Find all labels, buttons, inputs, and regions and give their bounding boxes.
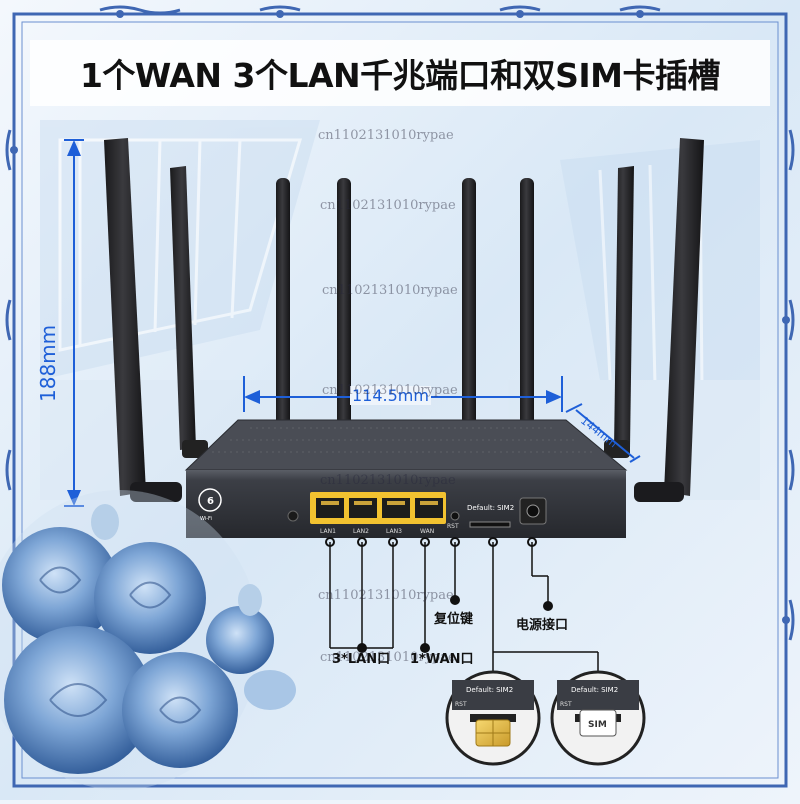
port-labels: LAN1 LAN2 LAN3 WAN — [320, 528, 434, 535]
watermark-3: cn1102131010rypae — [322, 283, 458, 298]
width-dimension-label: 114.5mm — [350, 386, 431, 405]
title-band — [30, 40, 770, 106]
antenna-back-2 — [337, 178, 351, 436]
port-label-lan1: LAN1 — [320, 528, 336, 535]
rose-decoration — [0, 490, 296, 790]
inset-right-sim-text: SIM — [588, 720, 607, 730]
wifi6-badge-sub: Wi-Fi — [200, 516, 212, 522]
antenna-back-4 — [520, 178, 534, 436]
height-dimension — [64, 139, 84, 507]
port-label-wan: WAN — [420, 528, 434, 535]
inset-left-rst: RST — [455, 701, 467, 708]
callout-reset: 复位键 — [434, 612, 474, 627]
sim-inset-left — [445, 670, 541, 766]
antenna-side-right-2 — [614, 166, 634, 450]
status-led — [287, 510, 299, 522]
port-label-lan3: LAN3 — [386, 528, 402, 535]
callout-power: 电源接口 — [516, 618, 569, 633]
wifi6-badge-number: 6 — [207, 496, 214, 507]
height-dimension-label: 188mm — [36, 324, 60, 402]
antenna-front-left — [104, 138, 146, 496]
antenna-side-left-2 — [170, 166, 196, 450]
port-label-lan2: LAN2 — [353, 528, 369, 535]
headline: 1个WAN 3个LAN千兆端口和双SIM卡插槽 — [79, 56, 721, 95]
watermark-6: cn1102131010rypae — [318, 588, 454, 603]
sim-slot — [469, 521, 511, 528]
callout-wan: 1*WAN口 — [410, 652, 474, 667]
sim-inset-right — [550, 670, 646, 766]
callout-dots — [325, 537, 553, 653]
inset-right-rst: RST — [560, 701, 572, 708]
antennas — [104, 138, 704, 502]
ethernet-ports — [316, 498, 443, 518]
wifi6-badge — [198, 488, 222, 512]
reset-button — [450, 511, 460, 521]
inset-right-label: Default: SIM2 — [571, 686, 618, 694]
watermark-7: cn1102131010rypae — [320, 650, 456, 665]
router-body — [184, 419, 628, 538]
watermark-2: cn1102131010rypae — [320, 198, 456, 213]
ornamental-frame — [5, 5, 795, 788]
antenna-front-right — [664, 138, 704, 496]
callout-lan: 3*LAN口 — [332, 652, 391, 667]
watermark-5: cn1102131010rypae — [320, 473, 456, 488]
antenna-back-1 — [276, 178, 290, 436]
sim-panel-label: Default: SIM2 — [467, 504, 514, 512]
inset-left-label: Default: SIM2 — [466, 686, 513, 694]
watermark-1: cn1102131010rypae — [318, 128, 454, 143]
reset-label: RST — [447, 523, 459, 530]
depth-dimension — [565, 403, 641, 463]
watermark-4: cn1102131010rypae — [322, 383, 458, 398]
antenna-back-3 — [462, 178, 476, 436]
